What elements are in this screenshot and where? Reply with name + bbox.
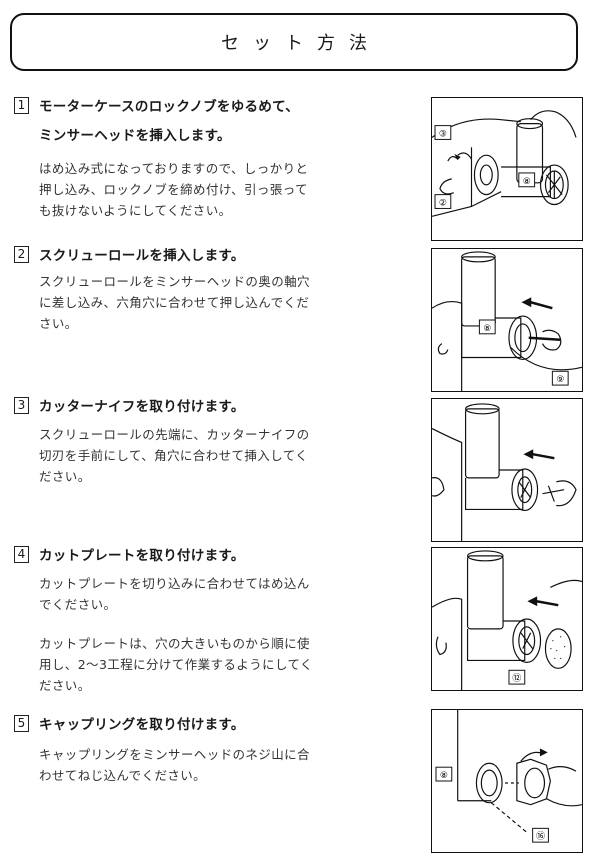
illustration-insert-minser-head: ③ ② ⑧ [432, 110, 577, 217]
page-title: セット方法 [221, 33, 381, 54]
figure-step-3 [431, 398, 583, 542]
step-2: 2 スクリューロールを挿入します。 スクリューロールをミンサーヘッドの奥の軸穴に… [14, 243, 414, 334]
step-description: スクリューロールをミンサーヘッドの奥の軸穴に差し込み、六角穴に合わせて押し込んで… [39, 271, 314, 334]
step-description: カットプレートを切り込みに合わせてはめ込んでください。 カットプレートは、穴の大… [39, 573, 314, 696]
step-number: 2 [14, 245, 29, 263]
illustration-attach-cap-ring: ⑧ ⑯ [435, 710, 582, 843]
callout-label: ② [439, 198, 447, 208]
step-paragraph: スクリューロールの先端に、カッターナイフの切刃を手前にして、角穴に合わせて挿入し… [39, 427, 310, 484]
callout-label: ⑯ [536, 831, 545, 842]
callout-label: ⑧ [483, 324, 491, 334]
step-description: はめ込み式になっておりますので、しっかりと押し込み、ロックノブを締め付け、引っ張… [39, 158, 314, 221]
illustration-insert-screw-roll: ⑧ ⑨ [432, 251, 582, 391]
step-4: 4 カットプレートを取り付けます。 カットプレートを切り込みに合わせてはめ込んで… [14, 543, 414, 696]
step-paragraph: スクリューロールをミンサーヘッドの奥の軸穴に差し込み、六角穴に合わせて押し込んで… [39, 274, 310, 331]
step-paragraph: キャップリングをミンサーヘッドのネジ山に合わせてねじ込んでください。 [39, 747, 310, 783]
step-number: 5 [14, 714, 29, 732]
illustration-attach-cut-plate: ⑫ [432, 550, 582, 690]
step-paragraph: カットプレートを切り込みに合わせてはめ込んでください。 [39, 576, 310, 612]
step-3: 3 カッターナイフを取り付けます。 スクリューロールの先端に、カッターナイフの切… [14, 394, 414, 487]
figure-step-2: ⑧ ⑨ [431, 248, 583, 392]
callout-label: ⑫ [512, 673, 521, 684]
figure-step-5: ⑧ ⑯ [431, 709, 583, 853]
step-title: キャップリングを取り付けます。 [39, 717, 245, 733]
step-paragraph: カットプレートは、穴の大きいものから順に使用し、2～3工程に分けて作業するように… [39, 636, 313, 693]
callout-label: ③ [439, 129, 447, 139]
step-number: 4 [14, 545, 29, 563]
illustration-attach-cutter-knife [432, 403, 577, 541]
step-title: スクリューロールを挿入します。 [39, 248, 245, 264]
step-description: スクリューロールの先端に、カッターナイフの切刃を手前にして、角穴に合わせて挿入し… [39, 424, 314, 487]
step-description: キャップリングをミンサーヘッドのネジ山に合わせてねじ込んでください。 [39, 744, 314, 786]
callout-label: ⑧ [440, 771, 448, 781]
figure-step-1: ③ ② ⑧ [431, 97, 583, 241]
step-subtitle: ミンサーヘッドを挿入します。 [39, 128, 231, 144]
step-title: カットプレートを取り付けます。 [39, 548, 245, 564]
callout-label: ⑧ [523, 177, 531, 187]
step-paragraph: はめ込み式になっておりますので、しっかりと押し込み、ロックノブを締め付け、引っ張… [39, 161, 309, 218]
step-title: カッターナイフを取り付けます。 [39, 399, 245, 415]
step-number: 1 [14, 96, 29, 114]
step-title: モーターケースのロックノブをゆるめて、 [39, 99, 300, 115]
step-1: 1 モーターケースのロックノブをゆるめて、 ミンサーヘッドを挿入します。 はめ込… [14, 94, 414, 221]
figure-step-4: ⑫ [431, 547, 583, 691]
title-box: セット方法 [10, 13, 578, 71]
step-5: 5 キャップリングを取り付けます。 キャップリングをミンサーヘッドのネジ山に合わ… [14, 712, 414, 786]
callout-label: ⑨ [556, 375, 564, 385]
step-number: 3 [14, 396, 29, 414]
